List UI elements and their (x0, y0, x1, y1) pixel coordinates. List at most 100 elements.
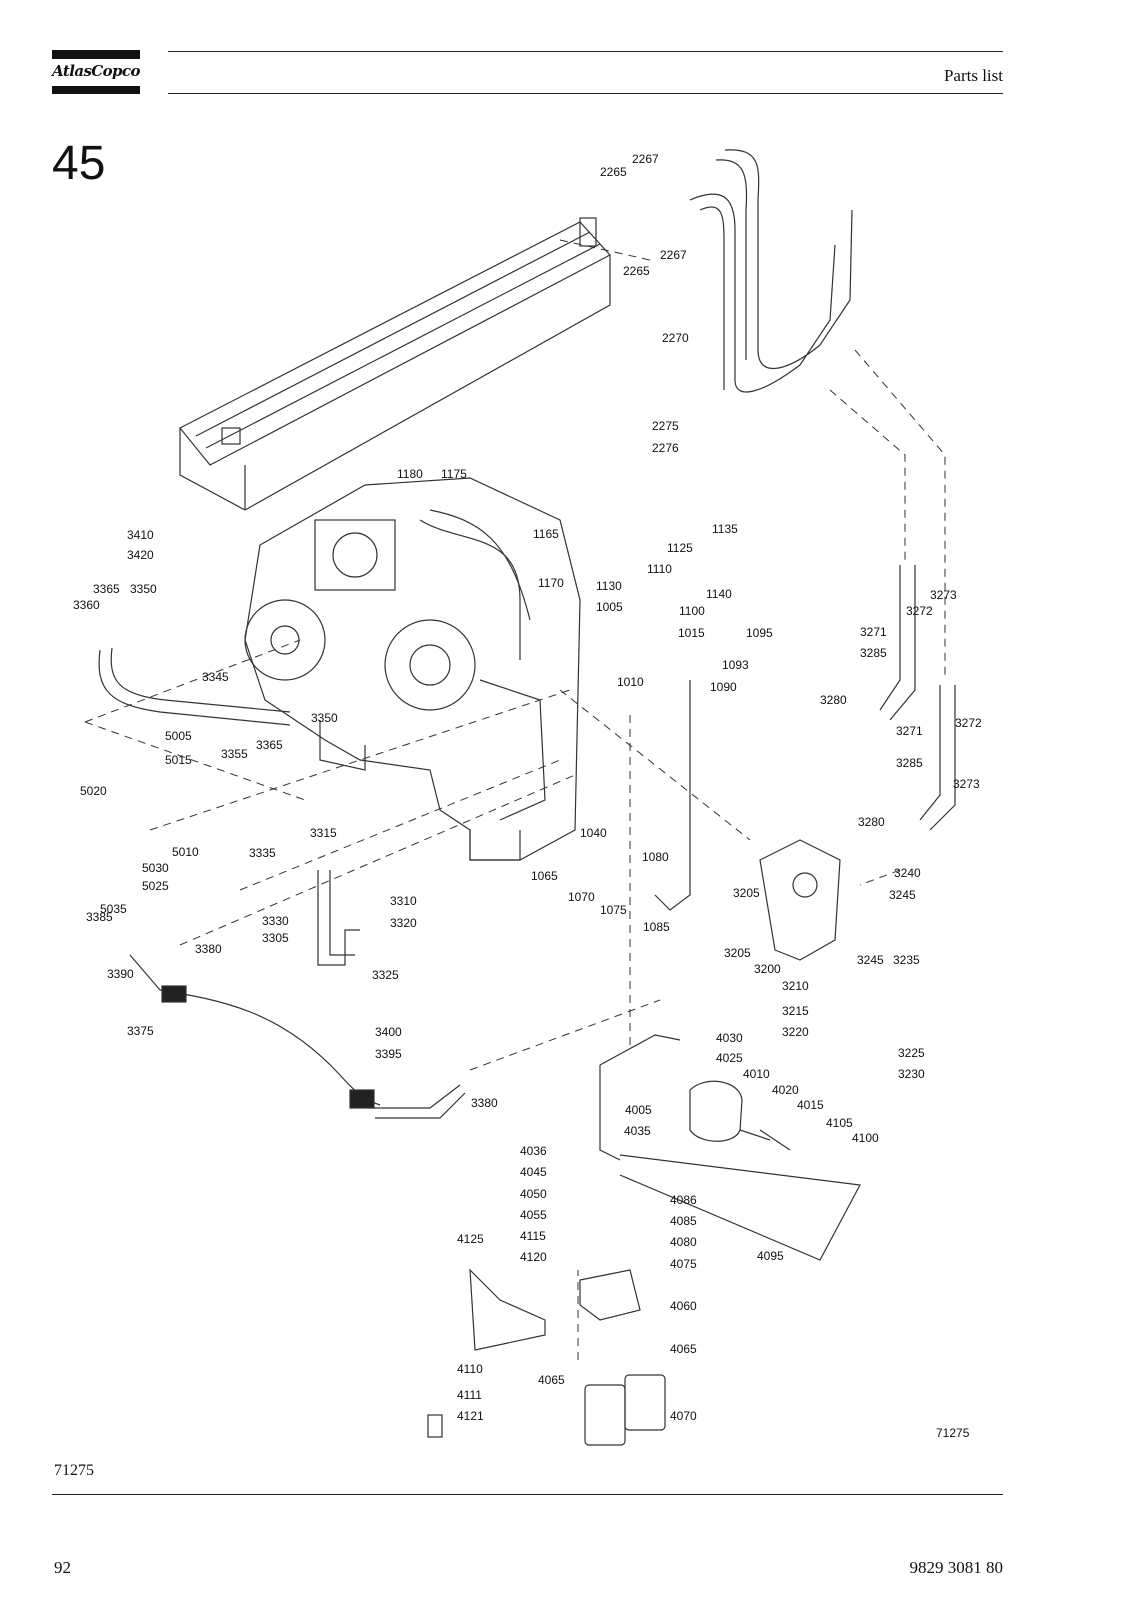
callout-label: 4060 (670, 1299, 697, 1313)
callout-label: 3400 (375, 1025, 402, 1039)
callout-label: 1165 (533, 527, 559, 541)
callout-label: 4035 (624, 1124, 651, 1138)
callout-label: 3360 (73, 598, 100, 612)
callout-label: 1175 (441, 467, 467, 481)
callout-label: 4020 (772, 1083, 799, 1097)
callout-label: 3205 (724, 946, 751, 960)
callout-label: 4065 (538, 1373, 565, 1387)
callout-label: 4100 (852, 1131, 879, 1145)
callout-label: 4045 (520, 1165, 547, 1179)
callout-label: 3350 (311, 711, 338, 725)
callout-label: 4110 (457, 1362, 483, 1376)
callout-label: 3420 (127, 548, 154, 562)
callout-label: 1140 (706, 587, 732, 601)
callout-label: 3280 (820, 693, 847, 707)
callout-label: 3410 (127, 528, 154, 542)
callout-label: 2265 (600, 165, 627, 179)
callout-label: 4030 (716, 1031, 743, 1045)
callout-label: 3215 (782, 1004, 809, 1018)
header-title: Parts list (943, 66, 1003, 85)
callout-label: 3375 (127, 1024, 154, 1038)
callout-label: 1085 (643, 920, 670, 934)
callout-label: 3390 (107, 967, 134, 981)
callout-label: 4005 (625, 1103, 652, 1117)
callout-label: 3365 (256, 738, 283, 752)
callout-label: 1100 (679, 604, 705, 618)
callout-label: 2267 (660, 248, 687, 262)
callout-label: 1065 (531, 869, 558, 883)
document-number: 9829 3081 80 (909, 1558, 1004, 1577)
section-number: 45 (52, 137, 106, 190)
callout-label: 3325 (372, 968, 399, 982)
callout-label: 3272 (955, 716, 982, 730)
page-number: 92 (54, 1558, 71, 1577)
callout-label: 3315 (310, 826, 337, 840)
callout-label: 4115 (520, 1229, 546, 1243)
callout-label: 3355 (221, 747, 248, 761)
callout-label: 4080 (670, 1235, 697, 1249)
callout-label: 5020 (80, 784, 107, 798)
header-rule-bottom (168, 93, 1003, 94)
callout-label: 3272 (906, 604, 933, 618)
callout-label: 4120 (520, 1250, 547, 1264)
callout-label: 4050 (520, 1187, 547, 1201)
callout-label: 4086 (670, 1193, 697, 1207)
callout-label: 3330 (262, 914, 289, 928)
callout-label: 5015 (165, 753, 192, 767)
callout-label: 1080 (642, 850, 669, 864)
callout-label: 3271 (860, 625, 887, 639)
callout-label: 3200 (754, 962, 781, 976)
atlas-copco-logo: AtlasCopco (52, 50, 140, 94)
callout-label: 2267 (632, 152, 659, 166)
callout-label: 3285 (896, 756, 923, 770)
callout-label: 3220 (782, 1025, 809, 1039)
callout-label: 3210 (782, 979, 809, 993)
callout-label: 3271 (896, 724, 923, 738)
callout-label: 3285 (860, 646, 887, 660)
callout-label: 2270 (662, 331, 689, 345)
callout-label: 4125 (457, 1232, 484, 1246)
header-rule-top (168, 51, 1003, 52)
callout-label: 3365 (93, 582, 120, 596)
callout-label: 1040 (580, 826, 607, 840)
callout-label: 5005 (165, 729, 192, 743)
figure-id-right: 71275 (936, 1426, 970, 1440)
callout-label: 1015 (678, 626, 705, 640)
footer-rule (52, 1494, 1003, 1495)
callout-label: 3240 (894, 866, 921, 880)
callout-label: 1075 (600, 903, 627, 917)
callout-label: 1070 (568, 890, 595, 904)
callout-label: 3350 (130, 582, 157, 596)
callout-label: 1090 (710, 680, 737, 694)
callout-label: 3273 (953, 777, 980, 791)
callout-label: 4111 (457, 1388, 482, 1402)
callout-label: 3245 (857, 953, 884, 967)
callout-label: 4095 (757, 1249, 784, 1263)
callout-label: 1010 (617, 675, 644, 689)
callout-label: 3345 (202, 670, 229, 684)
callout-label: 4025 (716, 1051, 743, 1065)
callout-label: 2275 (652, 419, 679, 433)
callout-label: 3235 (893, 953, 920, 967)
callout-label: 1135 (712, 522, 738, 536)
callout-label: 1170 (538, 576, 564, 590)
callout-label: 3280 (858, 815, 885, 829)
callout-label: 4055 (520, 1208, 547, 1222)
callout-label: 4015 (797, 1098, 824, 1112)
callout-label: 4065 (670, 1342, 697, 1356)
callout-label: 3380 (471, 1096, 498, 1110)
callout-label: 5025 (142, 879, 169, 893)
callout-label: 3205 (733, 886, 760, 900)
callout-label: 3385 (86, 910, 113, 924)
callout-label: 3335 (249, 846, 276, 860)
callout-label: 5010 (172, 845, 199, 859)
callout-label: 3310 (390, 894, 417, 908)
callout-label: 3305 (262, 931, 289, 945)
callout-label: 5035 (100, 902, 127, 916)
callout-label: 3245 (889, 888, 916, 902)
callout-label: 1110 (647, 562, 672, 576)
callout-label: 3395 (375, 1047, 402, 1061)
callout-label: 3320 (390, 916, 417, 930)
callout-label: 5030 (142, 861, 169, 875)
